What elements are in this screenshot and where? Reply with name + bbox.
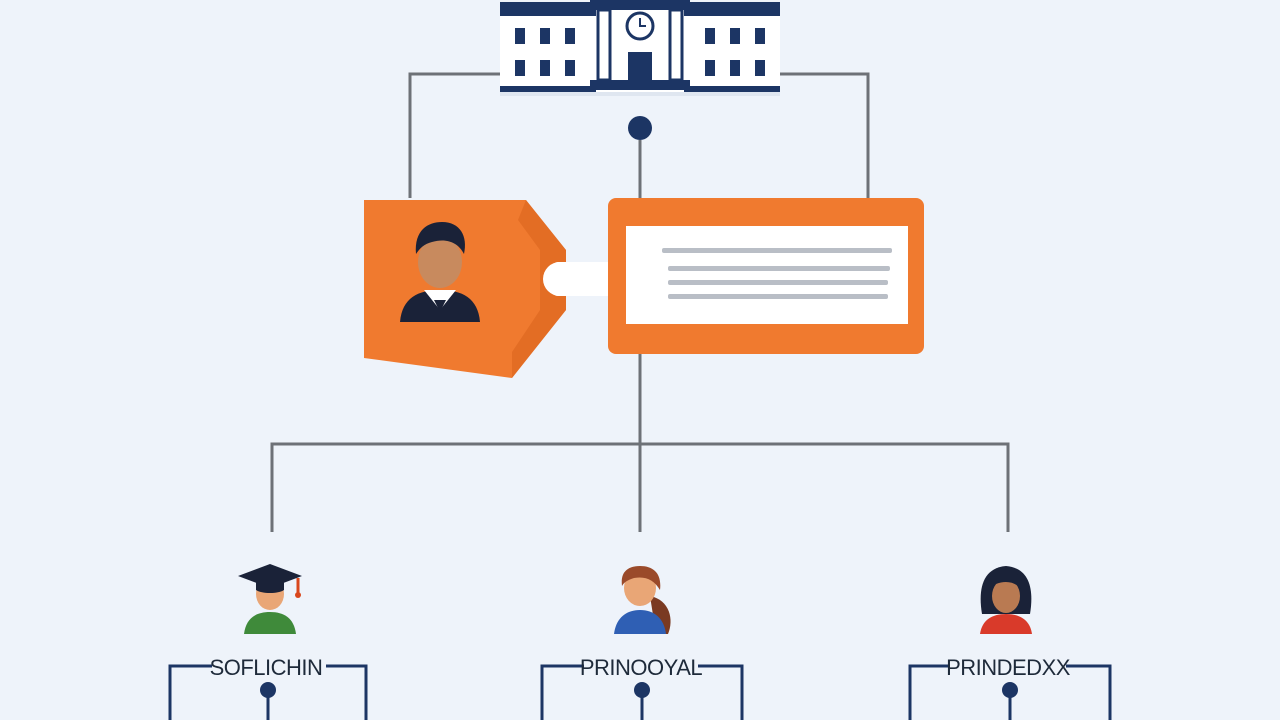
hub-dot — [628, 116, 652, 140]
bottom-node-1-label: SOFLICHIN — [210, 655, 323, 680]
administrator-card — [364, 200, 566, 378]
connector-top-right — [780, 72, 870, 198]
bottom-node-2-bracket — [540, 664, 744, 720]
info-card-text — [662, 248, 892, 299]
bottom-node-2: PRINOOYAL — [540, 566, 744, 720]
bottom-node-3-label: PRINDEDXX — [946, 655, 1071, 680]
woman-avatar-icon — [614, 566, 671, 634]
woman-curly-hair-avatar-icon — [980, 566, 1032, 634]
connectors — [270, 72, 1010, 532]
info-card — [608, 198, 924, 354]
bottom-node-1-dot — [260, 682, 276, 698]
connector-top-left — [408, 72, 500, 198]
bottom-node-3-dot — [1002, 682, 1018, 698]
bottom-node-2-dot — [634, 682, 650, 698]
bottom-node-1-bracket — [168, 664, 368, 720]
bottom-node-3: PRINDEDXX — [908, 566, 1112, 720]
administrator-avatar-icon — [400, 222, 480, 322]
school-building-icon — [500, 0, 780, 96]
bottom-node-1: SOFLICHIN — [168, 564, 368, 720]
bottom-node-2-label: PRINOOYAL — [580, 655, 703, 680]
graduate-avatar-icon — [238, 564, 302, 634]
connector-branch-bar — [270, 442, 1010, 532]
bottom-node-3-bracket — [908, 664, 1112, 720]
